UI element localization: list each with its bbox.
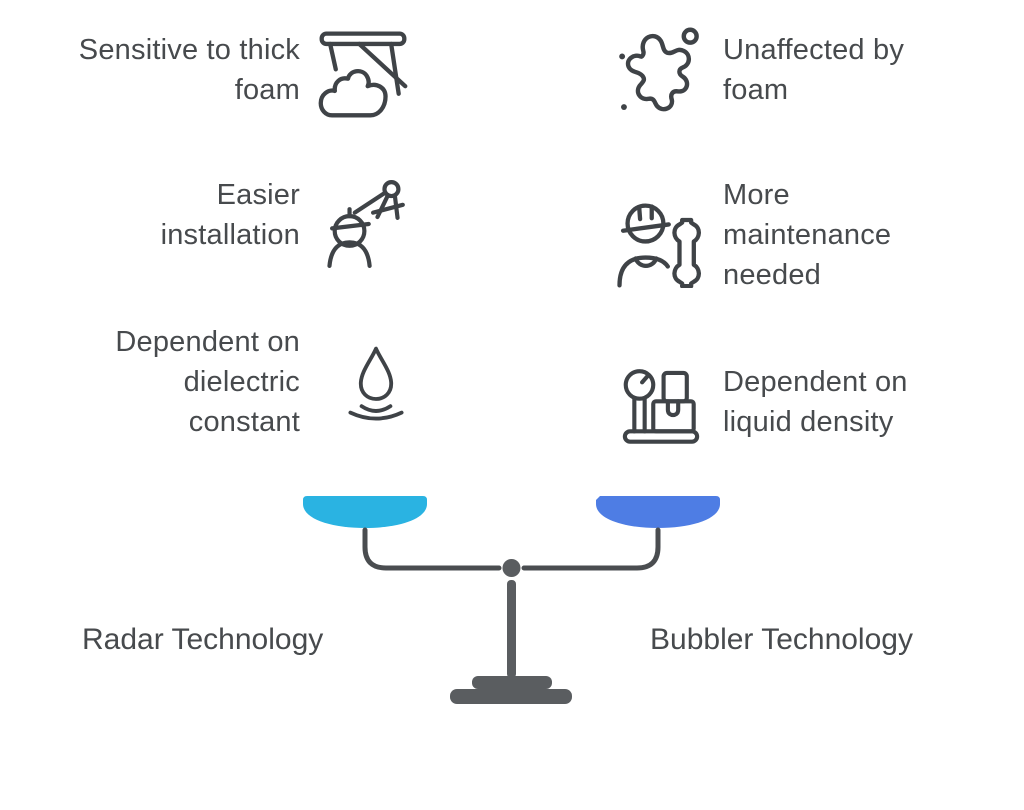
right-pan <box>596 496 720 528</box>
foam-splat-icon <box>619 27 699 112</box>
radar-beam-over-foam-icon <box>318 31 408 118</box>
left-item-2-text: Easier installation <box>160 179 300 251</box>
pivot-dot <box>502 559 521 577</box>
right-item-1-text: Unaffected by foam <box>723 34 905 106</box>
left-pan <box>303 496 427 528</box>
bubbler-technology-label: Bubbler Technology <box>650 623 913 656</box>
radar-technology-label: Radar Technology <box>82 623 324 656</box>
engineer-drafting-compass-icon <box>327 180 405 268</box>
left-item-1-text: Sensitive to thick foam <box>78 34 300 106</box>
balance-scale <box>303 496 720 704</box>
weighing-scale-icon <box>622 369 700 444</box>
beam-right <box>521 527 661 571</box>
maintenance-worker-wrench-icon <box>617 203 701 288</box>
right-item-2-text: More maintenance needed <box>723 179 892 291</box>
right-item-3-text: Dependent on liquid density <box>723 366 908 438</box>
beam-left <box>362 527 502 571</box>
stand-base-upper <box>472 676 552 689</box>
water-drop-ripples-icon <box>348 346 404 421</box>
stand-base-lower <box>450 689 572 704</box>
stand-post <box>507 580 516 678</box>
left-item-3-text: Dependent on dielectric constant <box>115 326 300 438</box>
